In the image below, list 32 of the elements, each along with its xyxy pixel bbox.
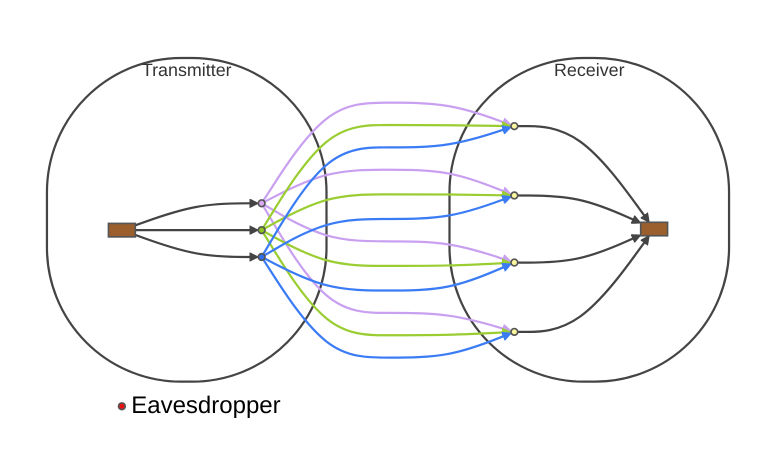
arrow: [518, 234, 642, 264]
arrow: [518, 194, 642, 224]
circle-node: [510, 122, 519, 131]
circle-node: [510, 328, 519, 336]
arrow: [264, 195, 512, 256]
arrow: [134, 198, 259, 227]
arrow: [135, 225, 259, 236]
arrow: [262, 259, 512, 359]
square-node: [640, 222, 668, 237]
group-title: Transmitter: [142, 62, 232, 81]
arrow: [134, 234, 259, 262]
arrow: [262, 102, 512, 202]
arrow: [264, 258, 512, 292]
circle-node: [510, 258, 519, 267]
square-node: [108, 222, 136, 238]
circle-node: [257, 226, 266, 235]
arrow: [262, 126, 512, 255]
group-title: Receiver: [554, 62, 625, 81]
arrow: [264, 231, 512, 268]
arrow: [262, 121, 512, 228]
arrow: [518, 236, 650, 334]
arrow: [518, 125, 650, 223]
arrow: [264, 204, 512, 264]
circle-node: [510, 192, 519, 200]
arrow: [262, 232, 512, 338]
arrow: [264, 168, 512, 203]
arrow: [264, 190, 512, 230]
arrow: [262, 206, 512, 334]
circle-node: [257, 253, 266, 262]
node-caption: Eavesdropper: [131, 392, 281, 420]
circle-node: [257, 199, 266, 208]
circle-node: [118, 402, 126, 411]
